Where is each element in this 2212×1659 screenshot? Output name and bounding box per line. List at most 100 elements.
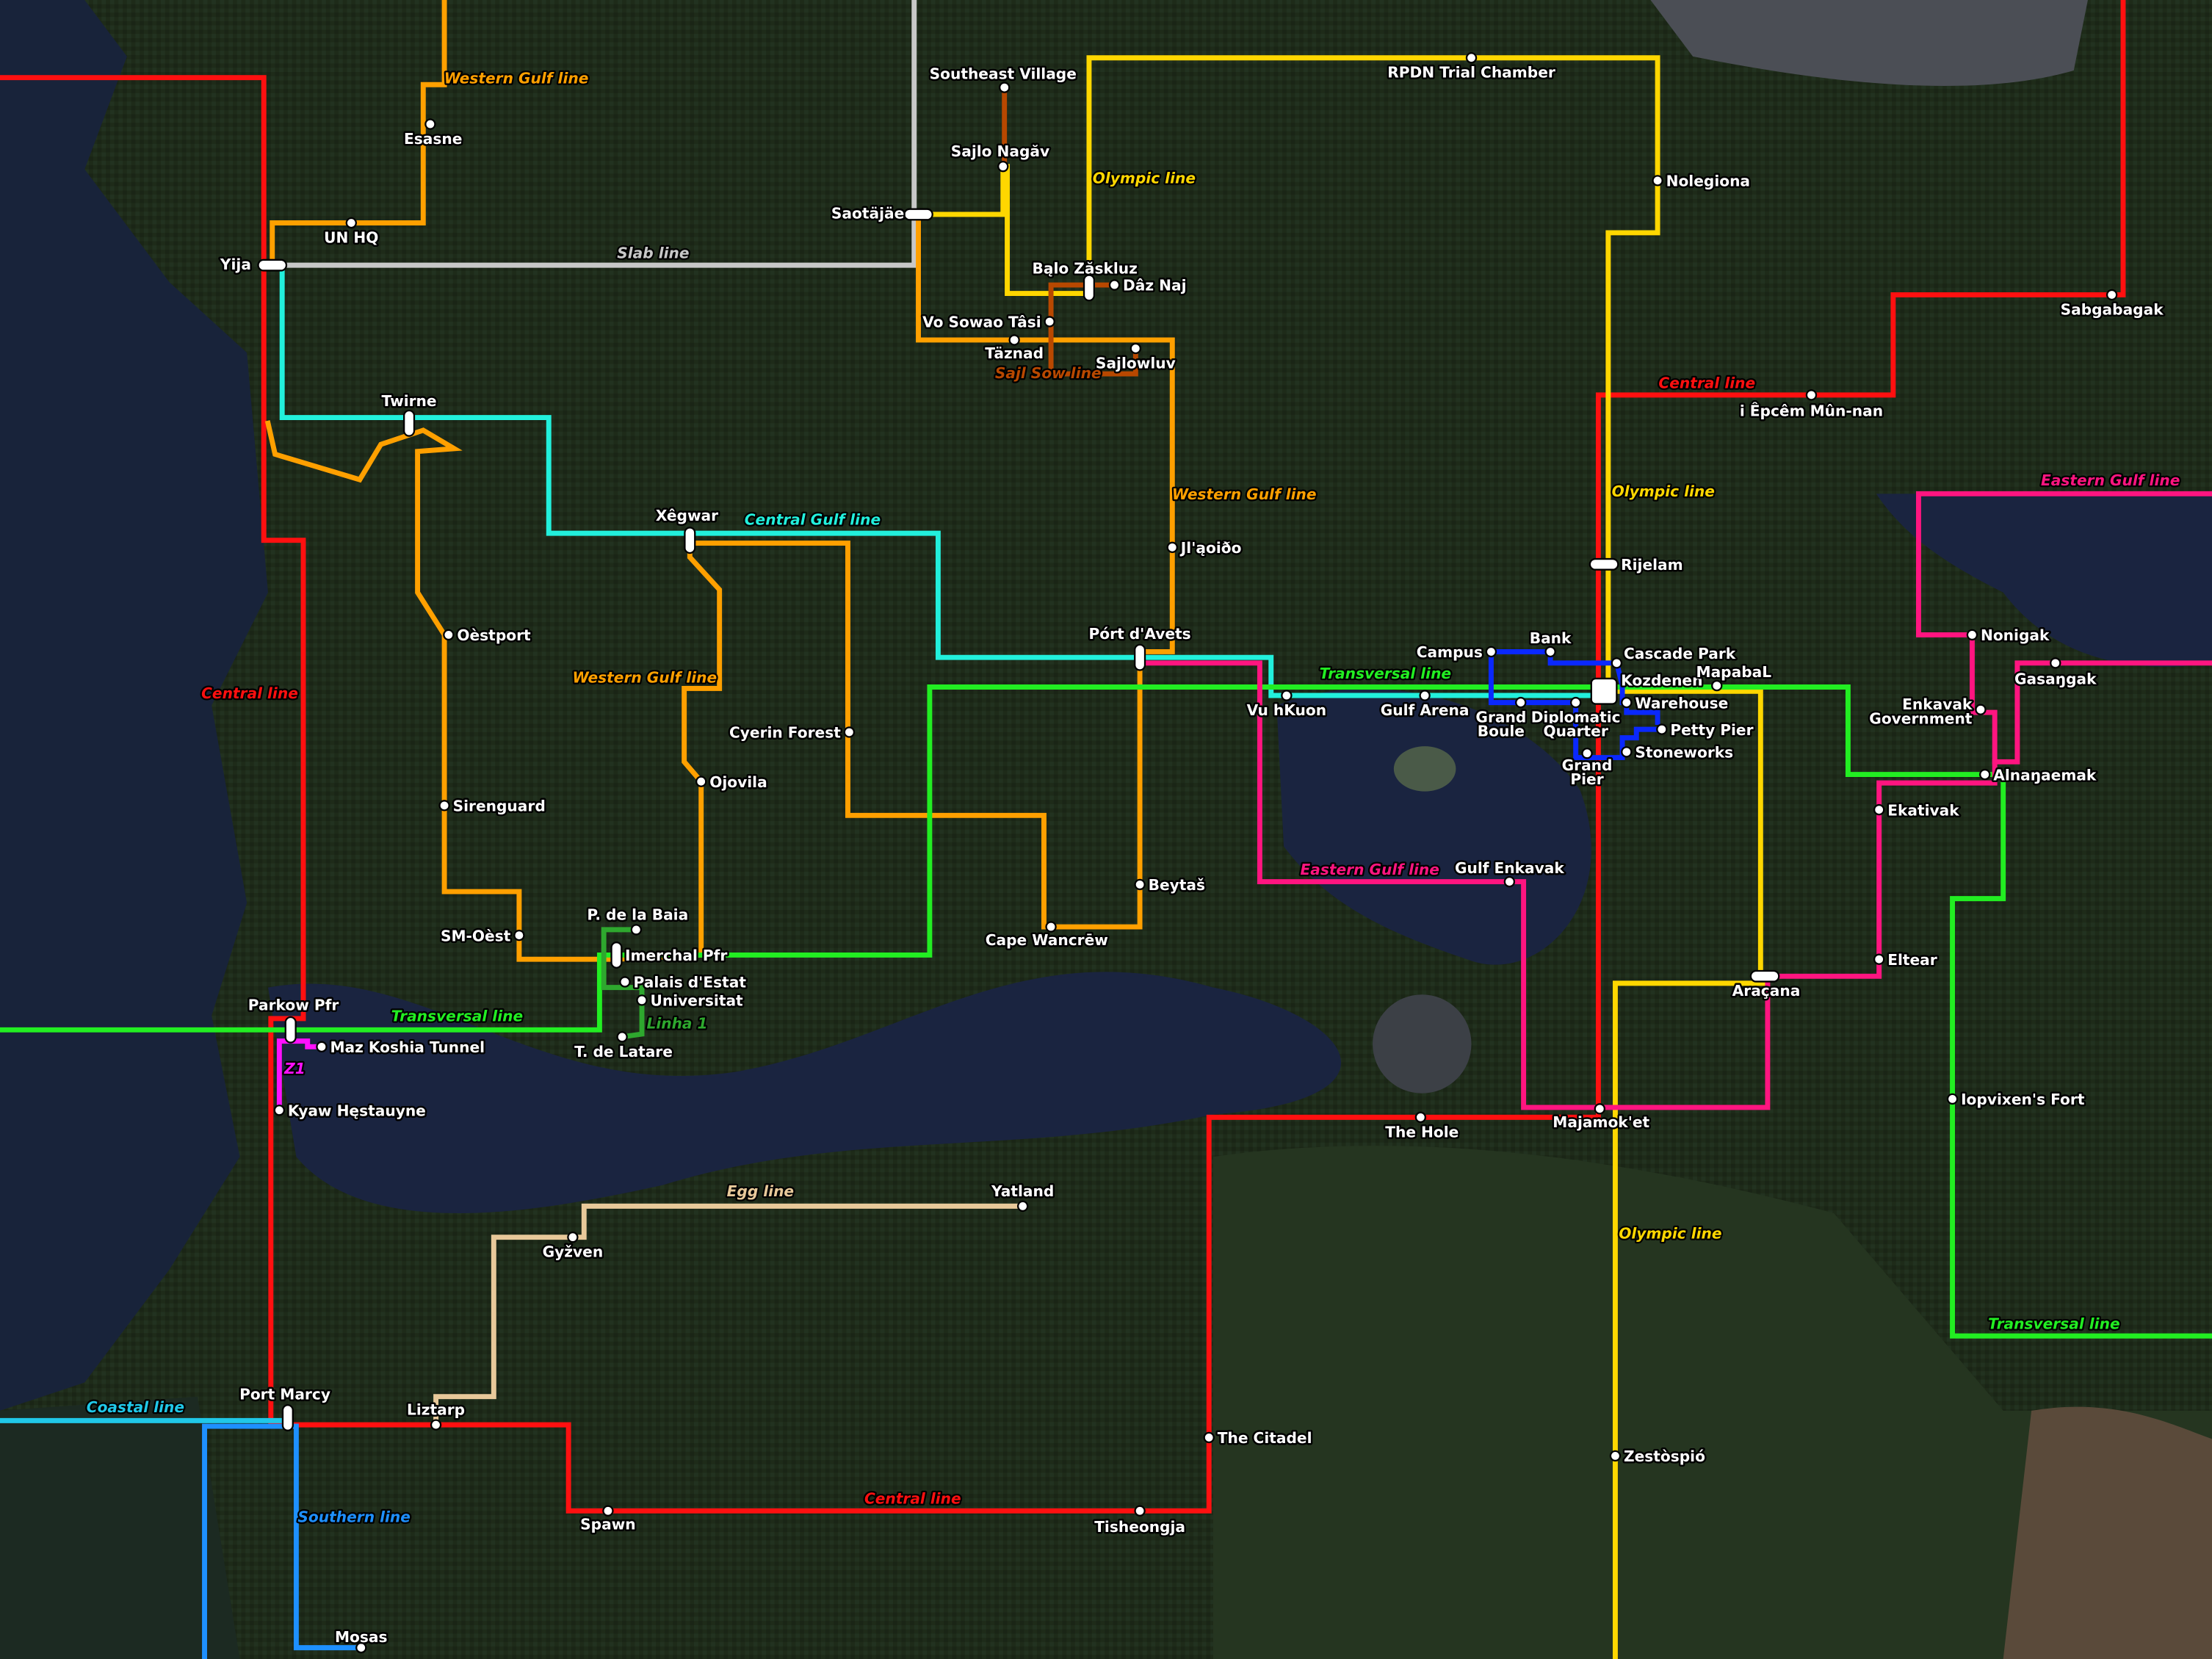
- station-marker[interactable]: [1044, 316, 1055, 328]
- station-marker[interactable]: [1008, 334, 1020, 346]
- station-bank[interactable]: Bank: [1528, 627, 1574, 658]
- station-marker[interactable]: [430, 1419, 442, 1431]
- station-sajlo-nag-v[interactable]: Sajlo Nagăv: [949, 141, 1052, 173]
- station-marker[interactable]: [1873, 953, 1885, 965]
- station-petty-pier[interactable]: Petty Pier: [1656, 719, 1755, 740]
- interchange-marker[interactable]: [257, 259, 288, 272]
- station-warehouse[interactable]: Warehouse: [1621, 693, 1730, 714]
- interchange-marker[interactable]: [402, 409, 416, 437]
- station-marker[interactable]: [1419, 690, 1431, 701]
- station-marker[interactable]: [1621, 696, 1633, 709]
- station-marker[interactable]: [1711, 679, 1723, 692]
- station-marker[interactable]: [1544, 646, 1556, 658]
- station-port-marcy[interactable]: Port Marcy: [238, 1384, 332, 1431]
- station-marker[interactable]: [1134, 878, 1146, 891]
- station-alna-aemak[interactable]: Alnaŋaemak: [1979, 765, 2098, 786]
- station-marker[interactable]: [997, 160, 1009, 173]
- station-marker[interactable]: [1166, 541, 1178, 554]
- station-marker[interactable]: [1515, 696, 1527, 709]
- station-marker[interactable]: [1594, 1103, 1606, 1115]
- station-marker[interactable]: [1414, 1111, 1427, 1124]
- station-the-citadel[interactable]: The Citadel: [1203, 1428, 1314, 1449]
- station-stoneworks[interactable]: Stoneworks: [1621, 742, 1735, 763]
- station-majamok-et[interactable]: Majamok'et: [1551, 1103, 1652, 1132]
- station-nonigak[interactable]: Nonigak: [1966, 625, 2051, 646]
- station-ekativak[interactable]: Ekativak: [1873, 800, 1962, 821]
- station-marker[interactable]: [999, 82, 1011, 93]
- station-yija[interactable]: Yija: [217, 253, 288, 275]
- station-marker[interactable]: [1569, 696, 1582, 709]
- station-marker[interactable]: [443, 629, 455, 641]
- station-universitat[interactable]: Universitat: [636, 990, 745, 1011]
- station-marker[interactable]: [1281, 690, 1293, 701]
- station-marker[interactable]: [424, 118, 436, 130]
- station-marker[interactable]: [1656, 723, 1668, 735]
- station-zest-spi[interactable]: Zestòspió: [1609, 1446, 1707, 1467]
- interchange-marker[interactable]: [684, 527, 696, 554]
- station-marker[interactable]: [1134, 1505, 1146, 1517]
- station-jl-oi-o[interactable]: Jl'ąoiðo: [1166, 538, 1243, 558]
- station-the-hole[interactable]: The Hole: [1384, 1111, 1461, 1143]
- station-marker[interactable]: [695, 776, 707, 787]
- station-marker[interactable]: [1016, 1200, 1029, 1212]
- station-p-rt-d-avets[interactable]: Pórt d'Avets: [1087, 624, 1193, 671]
- interchange-marker[interactable]: [1588, 557, 1619, 571]
- interchange-marker[interactable]: [610, 941, 623, 969]
- station-t-znad[interactable]: Täznad: [983, 334, 1046, 364]
- station-marker[interactable]: [616, 1031, 628, 1043]
- station-marker[interactable]: [316, 1041, 328, 1053]
- station-ojovila[interactable]: Ojovila: [695, 771, 769, 792]
- station-spawn[interactable]: Spawn: [579, 1505, 637, 1535]
- station-marker[interactable]: [1108, 279, 1121, 291]
- station-gasa-gak[interactable]: Gasaŋgak: [2013, 657, 2099, 690]
- station-marker[interactable]: [1652, 175, 1663, 187]
- station-marker[interactable]: [355, 1641, 367, 1654]
- station-sirenguard[interactable]: Sirenguard: [438, 795, 547, 817]
- interchange-marker[interactable]: [1082, 274, 1096, 302]
- station-yatland[interactable]: Yatland: [989, 1180, 1056, 1212]
- station-gy-ven[interactable]: Gyžven: [541, 1231, 605, 1262]
- interchange-marker[interactable]: [1590, 677, 1618, 705]
- station-vu-hkuon[interactable]: Vu hKuon: [1245, 690, 1329, 720]
- station-rijelam[interactable]: Rijelam: [1588, 554, 1685, 576]
- station-twirne[interactable]: Twirne: [380, 391, 438, 437]
- station-kozdenen[interactable]: Kozdenen: [1590, 670, 1705, 705]
- station-iopvixen-s-fort[interactable]: Iopvixen's Fort: [1946, 1089, 2086, 1110]
- station-ara-ana[interactable]: Araçana: [1730, 969, 1802, 1002]
- station-esasne[interactable]: Esasne: [402, 118, 464, 149]
- station-x-gwar[interactable]: Xêgwar: [654, 505, 720, 554]
- station-kyaw-h-stauyne[interactable]: Kyaw Hęstauyne: [273, 1100, 427, 1121]
- station-marker[interactable]: [2106, 289, 2118, 301]
- station-imerchal-pfr[interactable]: Imerchal Pfr: [610, 941, 729, 969]
- station-o-stport[interactable]: Oèstport: [443, 625, 533, 646]
- station-eltear[interactable]: Eltear: [1873, 949, 1939, 970]
- station-gulf-enkavak[interactable]: Gulf Enkavak: [1453, 858, 1566, 888]
- station-marker[interactable]: [1045, 921, 1057, 933]
- station-sabgabagak[interactable]: Sabgabagak: [2059, 289, 2166, 320]
- station-marker[interactable]: [345, 217, 357, 229]
- interchange-marker[interactable]: [1749, 969, 1780, 983]
- station-saot-j-e[interactable]: Saotäjäe: [829, 203, 933, 224]
- interchange-marker[interactable]: [281, 1404, 294, 1431]
- station-marker[interactable]: [1805, 389, 1818, 401]
- station-marker[interactable]: [1979, 768, 1991, 781]
- station-marker[interactable]: [273, 1105, 286, 1116]
- station-marker[interactable]: [567, 1231, 579, 1243]
- station-rpdn-trial-chamber[interactable]: RPDN Trial Chamber: [1386, 52, 1557, 83]
- station-mosas[interactable]: Mosas: [333, 1626, 389, 1654]
- station-palais-d-estat[interactable]: Palais d'Estat: [619, 972, 748, 993]
- station-marker[interactable]: [1975, 704, 1987, 715]
- station-un-hq[interactable]: UN HQ: [322, 217, 380, 248]
- station-marker[interactable]: [602, 1505, 614, 1517]
- station-marker[interactable]: [1966, 629, 1978, 641]
- station-marker[interactable]: [1873, 803, 1885, 816]
- station-nolegiona[interactable]: Nolegiona: [1652, 170, 1752, 192]
- station-marker[interactable]: [513, 929, 525, 941]
- station-tisheongja[interactable]: Tisheongja: [1093, 1505, 1188, 1538]
- station-cape-wancr-w[interactable]: Cape Wancrēw: [983, 921, 1110, 951]
- station-i-pc-m-m-n-nan[interactable]: i Êpcêm Mûn-nan: [1738, 389, 1885, 422]
